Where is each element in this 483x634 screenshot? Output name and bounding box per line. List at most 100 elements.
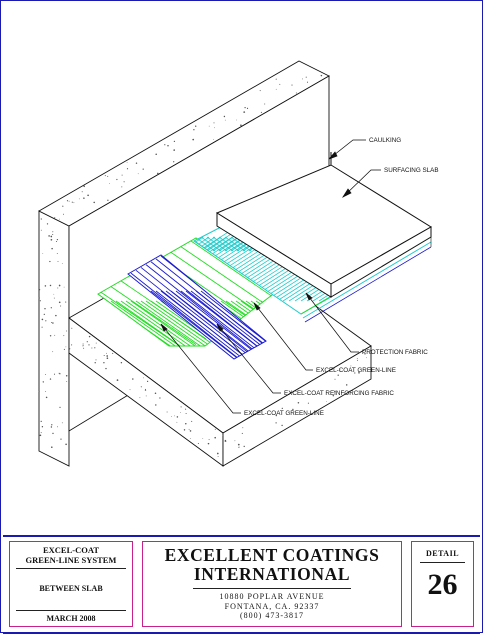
hatch-line — [276, 227, 331, 302]
stipple-dot — [217, 455, 219, 457]
stipple-dot — [51, 247, 53, 250]
stipple-dot — [292, 408, 294, 411]
stipple-dot — [62, 205, 64, 207]
stipple-dot — [188, 428, 190, 430]
stipple-dot — [57, 287, 59, 289]
stipple-dot — [242, 427, 244, 429]
stipple-dot — [40, 420, 42, 423]
hatch-line — [120, 280, 207, 340]
stipple-dot — [116, 178, 118, 181]
stipple-dot — [41, 426, 44, 428]
hatch-line — [194, 236, 210, 252]
address-street: 10880 POPLAR AVENUE — [219, 592, 325, 601]
callout-surfacing-slab: SURFACING SLAB — [384, 167, 439, 174]
stipple-dot — [66, 200, 69, 202]
hatch-line — [230, 300, 276, 346]
hatch-line — [282, 227, 331, 302]
address-city: FONTANA, CA. 92337 — [224, 601, 320, 611]
stipple-dot — [109, 183, 110, 184]
stipple-dot — [139, 397, 141, 399]
stipple-dot — [326, 401, 327, 403]
hatch-line — [170, 252, 257, 311]
stipple-dot — [320, 74, 323, 77]
stipple-dot — [38, 297, 40, 299]
detail-number-box: DETAIL 26 — [411, 541, 474, 627]
stipple-dot — [121, 186, 123, 188]
stipple-dot — [41, 318, 44, 321]
stipple-dot — [104, 175, 106, 177]
stipple-dot — [164, 144, 166, 146]
stipple-dot — [65, 346, 67, 348]
stipple-dot — [126, 162, 128, 163]
stipple-dot — [238, 446, 240, 448]
stipple-dot — [236, 119, 238, 121]
stipple-dot — [154, 392, 157, 395]
stipple-dot — [345, 384, 348, 386]
stipple-dot — [49, 335, 52, 337]
hatch-line — [135, 269, 244, 356]
stipple-dot — [281, 424, 283, 427]
stipple-dot — [185, 408, 187, 410]
stipple-dot — [53, 297, 55, 299]
hatch-line — [155, 258, 264, 345]
stipple-dot — [306, 81, 309, 83]
divider — [420, 562, 465, 563]
stipple-dot — [81, 191, 83, 193]
stipple-dot — [40, 432, 42, 434]
stipple-dot — [45, 390, 47, 392]
stipple-dot — [44, 285, 47, 287]
stipple-dot — [275, 414, 277, 417]
stipple-dot — [93, 201, 95, 204]
stipple-dot — [246, 107, 249, 110]
stipple-dot — [189, 430, 192, 432]
stipple-dot — [58, 372, 60, 374]
hatch-line — [270, 227, 331, 302]
stipple-dot — [350, 365, 352, 367]
stipple-dot — [61, 263, 63, 264]
stipple-dot — [44, 308, 46, 310]
stipple-dot — [180, 412, 181, 413]
stipple-dot — [52, 233, 54, 236]
stipple-dot — [38, 391, 40, 393]
stipple-dot — [46, 223, 49, 225]
stipple-dot — [57, 261, 59, 263]
stipple-dot — [49, 260, 51, 263]
stipple-dot — [244, 106, 246, 109]
stipple-dot — [195, 125, 197, 127]
stipple-dot — [40, 229, 42, 231]
detail-number: 26 — [427, 568, 458, 601]
stipple-dot — [224, 440, 227, 442]
stipple-dot — [95, 342, 97, 344]
stipple-dot — [91, 347, 93, 349]
stipple-dot — [132, 378, 134, 380]
stipple-dot — [142, 377, 144, 379]
stipple-dot — [159, 397, 161, 399]
stipple-dot — [83, 185, 85, 188]
stipple-dot — [107, 199, 109, 201]
company-name-line2: INTERNATIONAL — [193, 564, 351, 584]
stipple-dot — [50, 235, 53, 238]
callout-reinforcing-fabric: EXCEL-COAT REINFORCING FABRIC — [284, 390, 394, 397]
stipple-dot — [357, 360, 359, 361]
stipple-dot — [180, 406, 182, 408]
stipple-dot — [48, 235, 50, 237]
hatch-line — [194, 227, 298, 302]
stipple-dot — [56, 253, 58, 255]
stipple-dot — [56, 239, 59, 241]
stipple-dot — [71, 201, 73, 203]
hatch-line — [100, 291, 187, 346]
stipple-dot — [207, 442, 210, 445]
stipple-dot — [61, 422, 63, 424]
stipple-dot — [41, 326, 43, 328]
hatch-line — [288, 227, 331, 302]
stipple-dot — [63, 213, 64, 215]
detail-label: DETAIL — [425, 549, 460, 558]
stipple-dot — [40, 218, 42, 220]
stipple-dot — [129, 389, 131, 391]
stipple-dot — [155, 404, 157, 406]
hatch-line — [115, 300, 217, 346]
callout-green-line-top: EXCEL-COAT GREEN-LINE — [316, 367, 396, 374]
stipple-dot — [332, 394, 335, 397]
stipple-dot — [167, 144, 169, 147]
